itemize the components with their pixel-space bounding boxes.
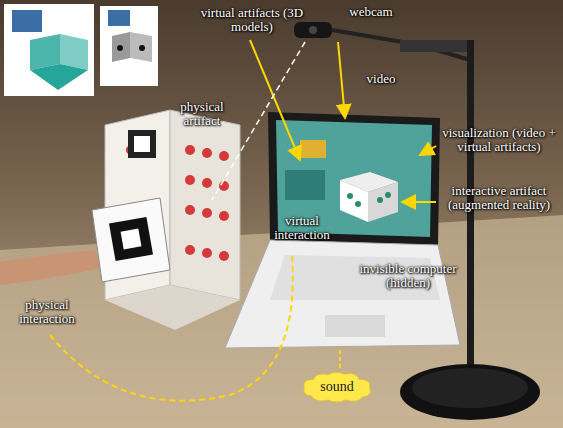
annotation-label: physical interaction: [4, 298, 90, 326]
node-text: sound: [320, 379, 353, 395]
annotation-label: invisible computer (hidden): [343, 262, 473, 290]
annotation-label: physical artifact: [163, 100, 241, 128]
annotation-label: virtual interaction: [262, 214, 342, 242]
annotation-label: video: [356, 72, 406, 86]
annotation-label: visualization (video + virtual artifacts…: [438, 126, 560, 154]
annotation-label: virtual artifacts (3D models): [192, 6, 312, 34]
sound-cloud: sound: [300, 370, 374, 404]
annotation-label: interactive artifact (augmented reality): [438, 184, 560, 212]
annotation-label: webcam: [336, 5, 406, 19]
